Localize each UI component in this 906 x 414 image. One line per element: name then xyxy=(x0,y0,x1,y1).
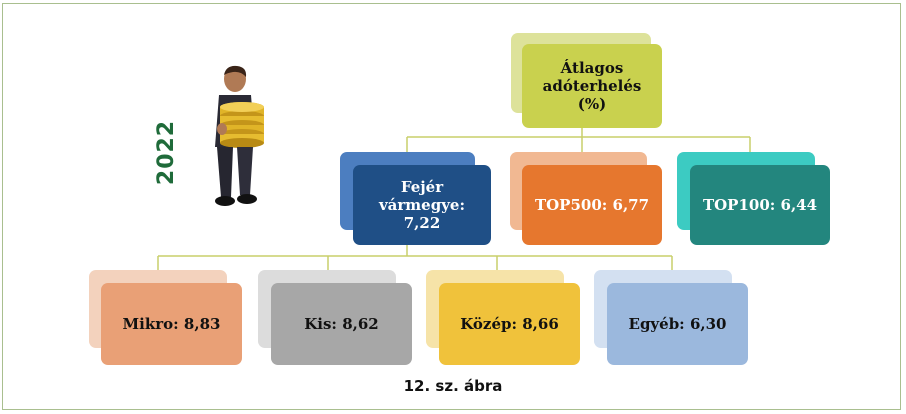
node-mikro-label: Mikro: 8,83 xyxy=(101,283,242,365)
node-egyeb-label: Egyéb: 6,30 xyxy=(607,283,748,365)
node-top500-label: TOP500: 6,77 xyxy=(522,165,662,245)
node-kozep-label: Közép: 8,66 xyxy=(439,283,580,365)
diagram-frame xyxy=(2,3,901,410)
coin-stack-icon xyxy=(220,102,264,148)
year-label: 2022 xyxy=(154,119,180,185)
figure-caption: 12. sz. ábra xyxy=(403,377,503,395)
businessman-carrying-coins-illustration xyxy=(215,65,264,206)
node-fejer-label: Fejér vármegye: 7,22 xyxy=(353,165,491,245)
node-kis-label: Kis: 8,62 xyxy=(271,283,412,365)
node-top100-label: TOP100: 6,44 xyxy=(690,165,830,245)
node-root-label: Átlagos adóterhelés (%) xyxy=(522,44,662,128)
